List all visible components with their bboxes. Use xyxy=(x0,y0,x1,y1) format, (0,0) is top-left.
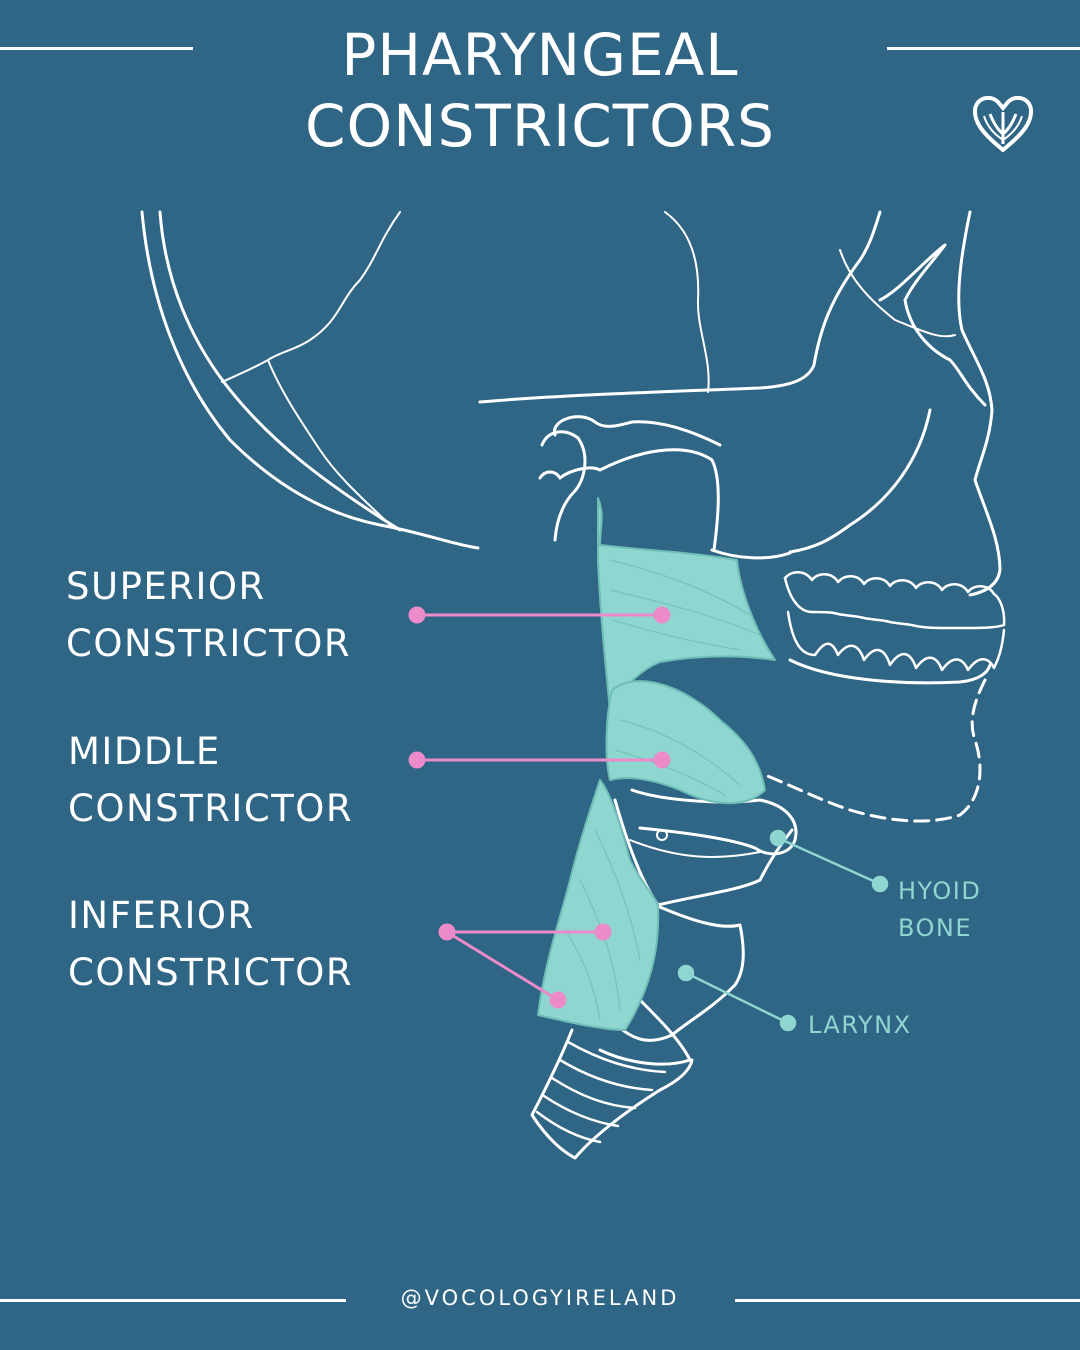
skull-suture-3 xyxy=(664,211,710,393)
hyoid-label-line-2: BONE xyxy=(898,914,973,942)
larynx-outline xyxy=(618,903,745,1042)
superior-constrictor-muscle xyxy=(597,497,776,711)
cricoid-cartilage xyxy=(598,998,692,1066)
hyoid-pointer-start xyxy=(769,829,787,847)
chin-dashed-outline xyxy=(763,678,987,823)
lower-teeth xyxy=(786,610,1006,672)
nose-profile xyxy=(957,210,1002,597)
thyroid-lamina xyxy=(629,839,761,858)
upper-teeth xyxy=(783,571,1006,627)
orbit-outline xyxy=(878,243,987,407)
larynx-pointer-start xyxy=(677,964,695,982)
inferior-pointer-end-b xyxy=(549,991,567,1009)
hyoid-pointer-end xyxy=(871,875,889,893)
superior-pointer-end xyxy=(653,606,671,624)
cheek-outline xyxy=(788,408,932,554)
superior-label-line-1: SUPERIOR xyxy=(66,565,266,608)
footer-handle: @VOCOLOGYIRELAND xyxy=(400,1286,680,1310)
mandible-ramus xyxy=(538,448,720,552)
inferior-pointer-end-a xyxy=(594,923,612,941)
trachea-ring-4 xyxy=(542,1094,620,1128)
larynx-pointer-line xyxy=(685,971,789,1025)
inferior-pointer-line-b xyxy=(446,930,559,1002)
larynx-pointer-end xyxy=(779,1014,797,1032)
lower-jaw-line xyxy=(788,658,992,685)
trachea-ring-1 xyxy=(566,1040,667,1074)
skull-back-outline xyxy=(140,210,480,550)
ear-canal xyxy=(553,415,722,447)
heart-voice-logo-icon xyxy=(972,95,1034,152)
hyoid-label-line-1: HYOID xyxy=(898,877,982,905)
middle-pointer-end xyxy=(653,751,671,769)
occipital-outline xyxy=(158,210,402,532)
larynx-label: LARYNX xyxy=(808,1011,912,1039)
trachea-ring-2 xyxy=(558,1058,654,1092)
inferior-label-line-1: INFERIOR xyxy=(68,894,255,937)
inferior-fibers xyxy=(564,829,641,1021)
title-line-1: PHARYNGEAL xyxy=(341,21,739,89)
middle-label-line-1: MIDDLE xyxy=(68,730,221,773)
bottom-left-rule xyxy=(0,1299,346,1302)
inferior-constrictor-muscle xyxy=(537,779,660,1031)
trachea-ring-3 xyxy=(550,1076,637,1110)
title-line-2: CONSTRICTORS xyxy=(305,92,775,160)
middle-label-line-2: CONSTRICTOR xyxy=(68,787,354,830)
bottom-right-rule xyxy=(735,1299,1080,1302)
top-right-rule xyxy=(887,47,1080,50)
hyoid-pointer-line xyxy=(777,836,881,886)
upper-teeth-lower-edge xyxy=(783,576,1006,630)
inferior-label-line-2: CONSTRICTOR xyxy=(68,951,354,994)
thyroid-cartilage xyxy=(613,798,794,907)
top-left-rule xyxy=(0,47,193,50)
middle-constrictor-muscle xyxy=(605,680,766,805)
skull-suture-2 xyxy=(267,359,391,526)
superior-label-line-2: CONSTRICTOR xyxy=(66,622,352,665)
trachea-ring-5 xyxy=(535,1110,602,1144)
mandible-body xyxy=(710,548,792,560)
superior-pointer-start xyxy=(408,606,426,624)
inferior-pointer-start xyxy=(438,923,456,941)
mastoid-process xyxy=(540,430,587,542)
trachea-outline xyxy=(530,1028,694,1160)
thyroid-foramen xyxy=(656,829,668,841)
middle-pointer-start xyxy=(408,751,426,769)
superior-fibers xyxy=(609,559,761,651)
skull-suture-1 xyxy=(221,211,401,383)
middle-fibers xyxy=(614,719,741,796)
zygomatic-arch xyxy=(478,210,882,404)
hyoid-bone xyxy=(630,788,798,856)
